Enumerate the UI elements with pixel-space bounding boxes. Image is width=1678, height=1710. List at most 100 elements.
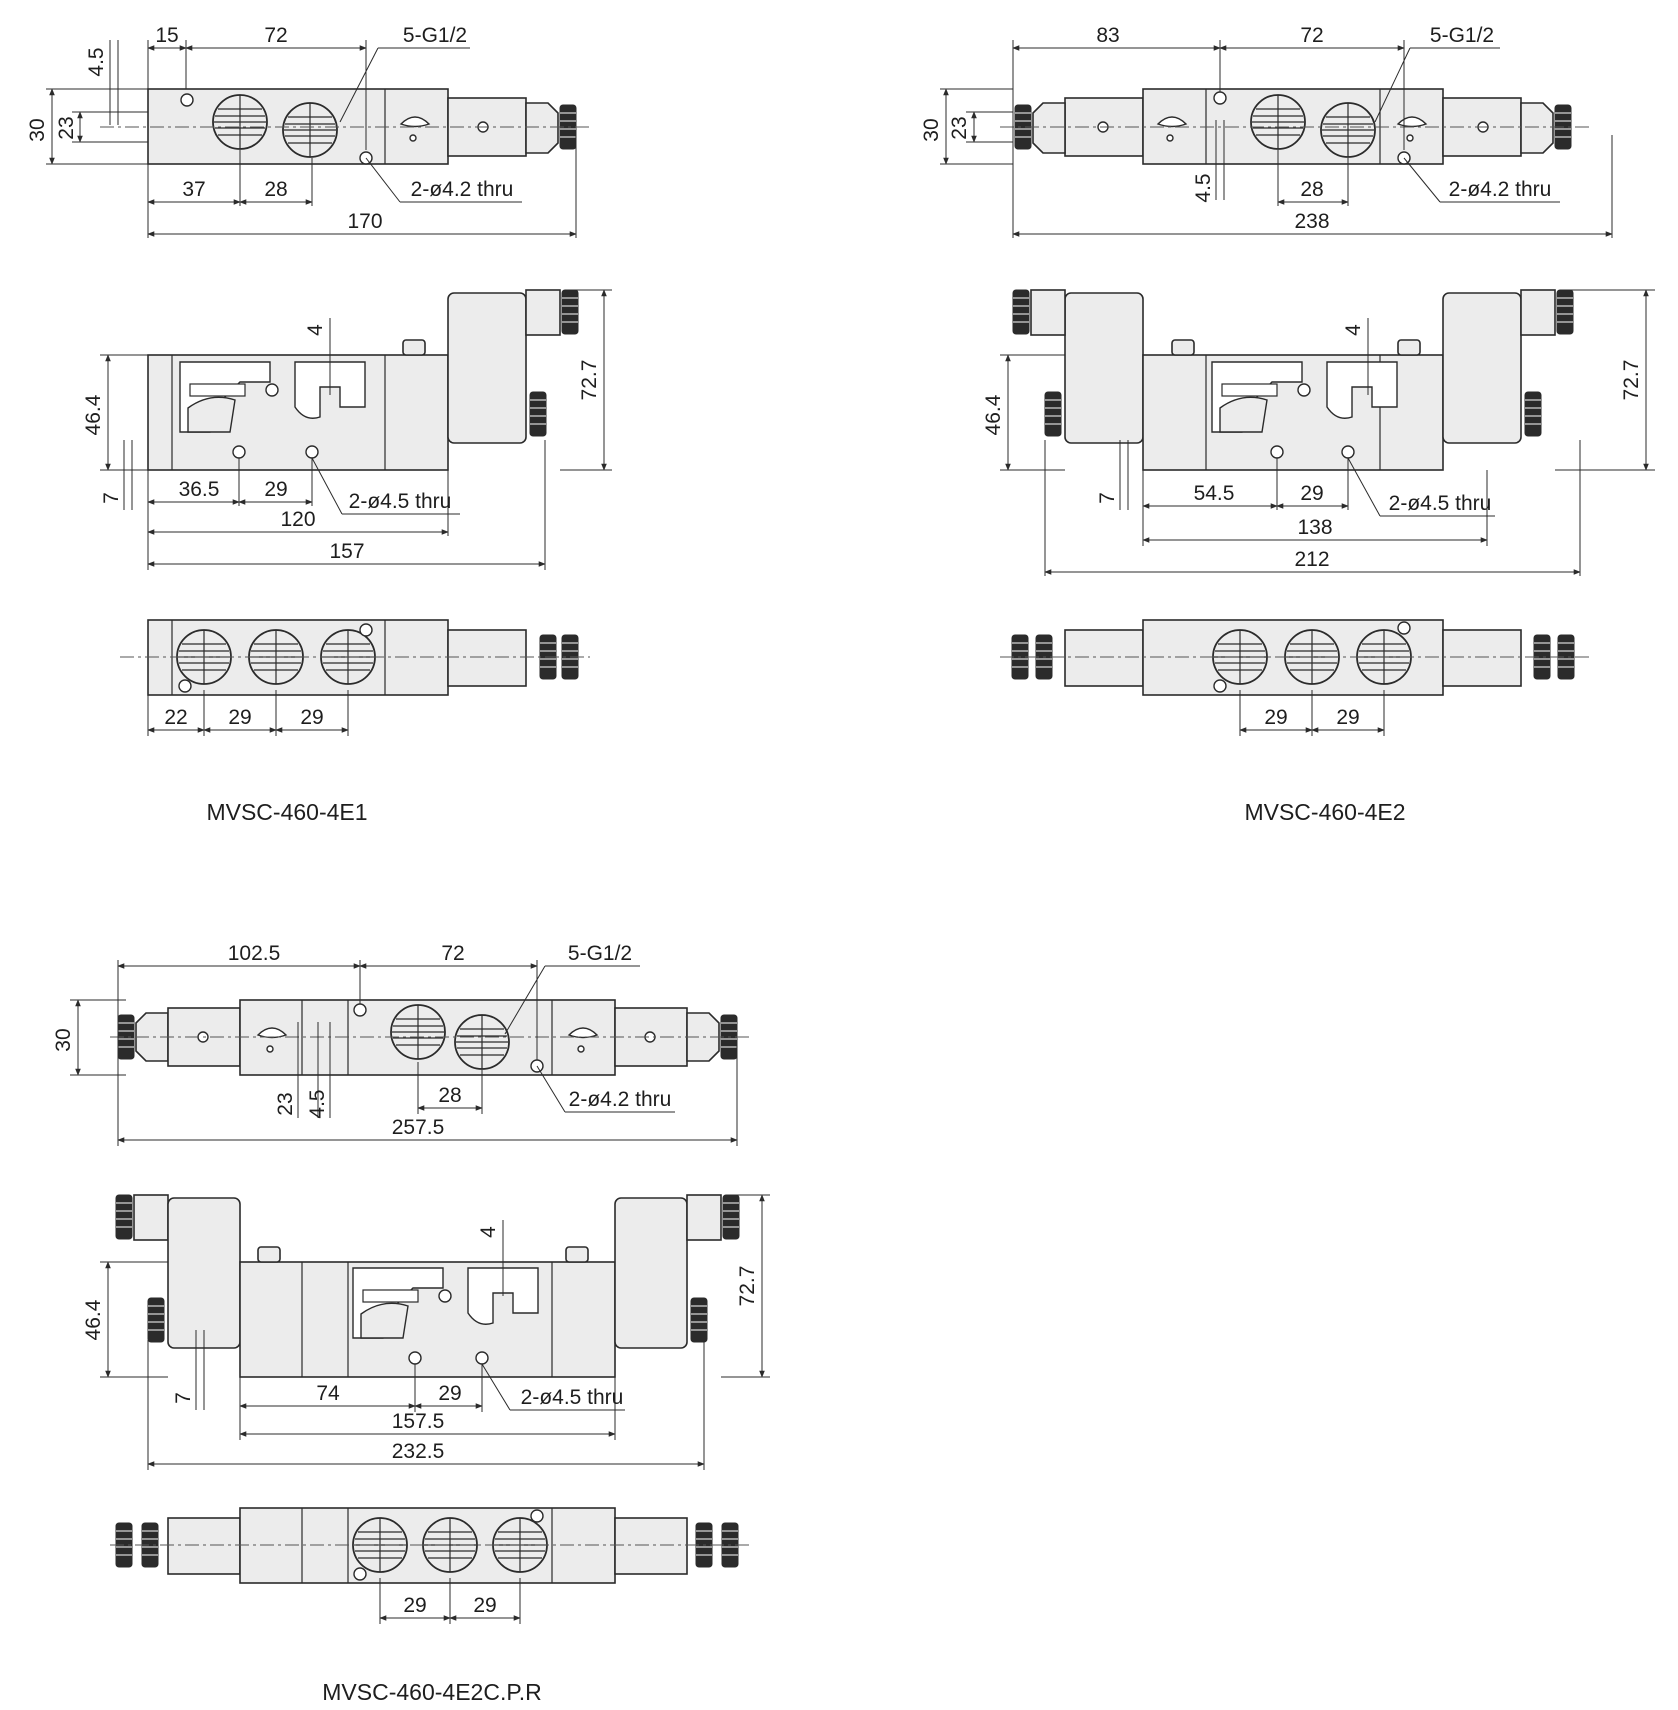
side-view-4e1: 46.4 72.7 4 7 36.5 29 2-ø4.5 thru 120 [82,289,612,570]
port-thread-icon [1320,102,1376,158]
dim-29: 29 [403,1594,426,1617]
dim-29: 29 [438,1382,461,1405]
mounting-hole-icon [1341,445,1355,459]
mounting-hole-icon [232,445,246,459]
dim-29: 29 [473,1594,496,1617]
connector-plug-icon [1556,289,1574,335]
dim-212: 212 [1294,548,1329,571]
mounting-hole-icon [1213,91,1227,105]
mounting-hole-icon [353,1003,367,1017]
set-4e2: 83 72 5-G1/2 30 23 4.5 28 2-ø4.2 thru [920,24,1655,825]
top-view-4e2cpr: 102.5 72 5-G1/2 30 23 4.5 28 2-ø4.2 thru… [52,942,750,1146]
connector-plug-icon [147,1297,165,1343]
dim-29: 29 [1336,706,1359,729]
connector-plug-icon [1044,391,1062,437]
connector-plug-icon [1012,289,1030,335]
dim-4: 4 [304,324,327,336]
mounting-hole-icon [530,1509,544,1523]
dim-157: 157 [329,540,364,563]
port-thread-icon [212,94,268,150]
dim-72-7: 72.7 [578,360,601,401]
mounting-hole-icon [180,93,194,107]
dim-46-4: 46.4 [82,1299,105,1340]
connector-plug-icon [529,391,547,437]
port-thread-icon [282,102,338,158]
holes-callout: 2-ø4.5 thru [1389,492,1492,515]
mounting-hole-icon [1213,679,1227,693]
dim-72: 72 [1300,24,1323,47]
connector-plug-icon [1524,391,1542,437]
dim-102-5: 102.5 [228,942,281,965]
dim-28: 28 [438,1084,461,1107]
dim-29: 29 [300,706,323,729]
dim-7: 7 [100,492,123,504]
dim-120: 120 [280,508,315,531]
bottom-view-4e2cpr: 29 29 [110,1507,750,1624]
dim-54-5: 54.5 [1194,482,1235,505]
dim-4-5: 4.5 [1192,173,1215,202]
dim-4-5: 4.5 [306,1089,329,1118]
dim-74: 74 [316,1382,340,1405]
mounting-hole-icon [1270,445,1284,459]
holes-callout: 2-ø4.2 thru [411,178,514,201]
solenoid-coil-icon [447,292,527,444]
dim-29: 29 [228,706,251,729]
dim-170: 170 [347,210,382,233]
dim-29: 29 [1264,706,1287,729]
dim-7: 7 [1096,492,1119,504]
connector-plug-icon [561,289,579,335]
dim-37: 37 [182,178,205,201]
bottom-view-4e1: 22 29 29 [120,619,590,736]
model-caption: MVSC-460-4E2 [1244,799,1405,825]
side-view-4e2: 46.4 72.7 4 7 54.5 29 2-ø4.5 thru [982,289,1655,576]
holes-callout: 2-ø4.2 thru [1449,178,1552,201]
dim-29: 29 [1300,482,1323,505]
solenoid-coil-icon [1442,292,1522,444]
dim-72-7: 72.7 [1620,360,1643,401]
side-view-4e2cpr: 46.4 72.7 4 7 74 29 2-ø4.5 thru 157.5 [82,1194,770,1470]
mounting-hole-icon [353,1567,367,1581]
dim-23: 23 [55,116,78,139]
dim-30: 30 [920,118,943,141]
set-4e2cpr: 102.5 72 5-G1/2 30 23 4.5 28 2-ø4.2 thru… [52,942,770,1705]
connector-plug-icon [690,1297,708,1343]
connector-plug-icon [722,1194,740,1240]
dim-157-5: 157.5 [392,1410,445,1433]
set-4e1: 15 72 5-G1/2 30 23 4.5 37 28 [26,24,612,825]
dim-28: 28 [1300,178,1323,201]
port-thread-icon [1250,94,1306,150]
dim-22: 22 [164,706,187,729]
dim-72: 72 [264,24,287,47]
solenoid-coil-icon [167,1197,241,1349]
mounting-hole-icon [359,623,373,637]
dim-29: 29 [264,478,287,501]
dim-257-5: 257.5 [392,1116,445,1139]
dim-23: 23 [274,1092,297,1115]
dim-238: 238 [1294,210,1329,233]
dim-46-4: 46.4 [82,394,105,435]
dim-36-5: 36.5 [179,478,220,501]
top-view-4e2: 83 72 5-G1/2 30 23 4.5 28 2-ø4.2 thru [920,24,1613,238]
dim-4: 4 [1342,324,1365,336]
top-view-4e1: 15 72 5-G1/2 30 23 4.5 37 28 [26,24,590,238]
model-caption: MVSC-460-4E1 [206,799,367,825]
holes-callout: 2-ø4.5 thru [521,1386,624,1409]
holes-callout: 2-ø4.2 thru [569,1088,672,1111]
dim-46-4: 46.4 [982,394,1005,435]
dim-23: 23 [948,116,971,139]
bottom-view-4e2: 29 29 [1000,619,1590,736]
dim-138: 138 [1297,516,1332,539]
mounting-hole-icon [178,679,192,693]
port-thread-icon [454,1014,510,1070]
dim-72-7: 72.7 [736,1266,759,1307]
dim-83: 83 [1096,24,1119,47]
holes-callout: 2-ø4.5 thru [349,490,452,513]
connector-plug-icon [115,1194,133,1240]
mounting-hole-icon [1397,621,1411,635]
ports-callout: 5-G1/2 [403,24,467,47]
dim-30: 30 [52,1028,75,1051]
model-caption: MVSC-460-4E2C.P.R [322,1679,541,1705]
solenoid-coil-icon [614,1197,688,1349]
solenoid-coil-icon [1064,292,1144,444]
